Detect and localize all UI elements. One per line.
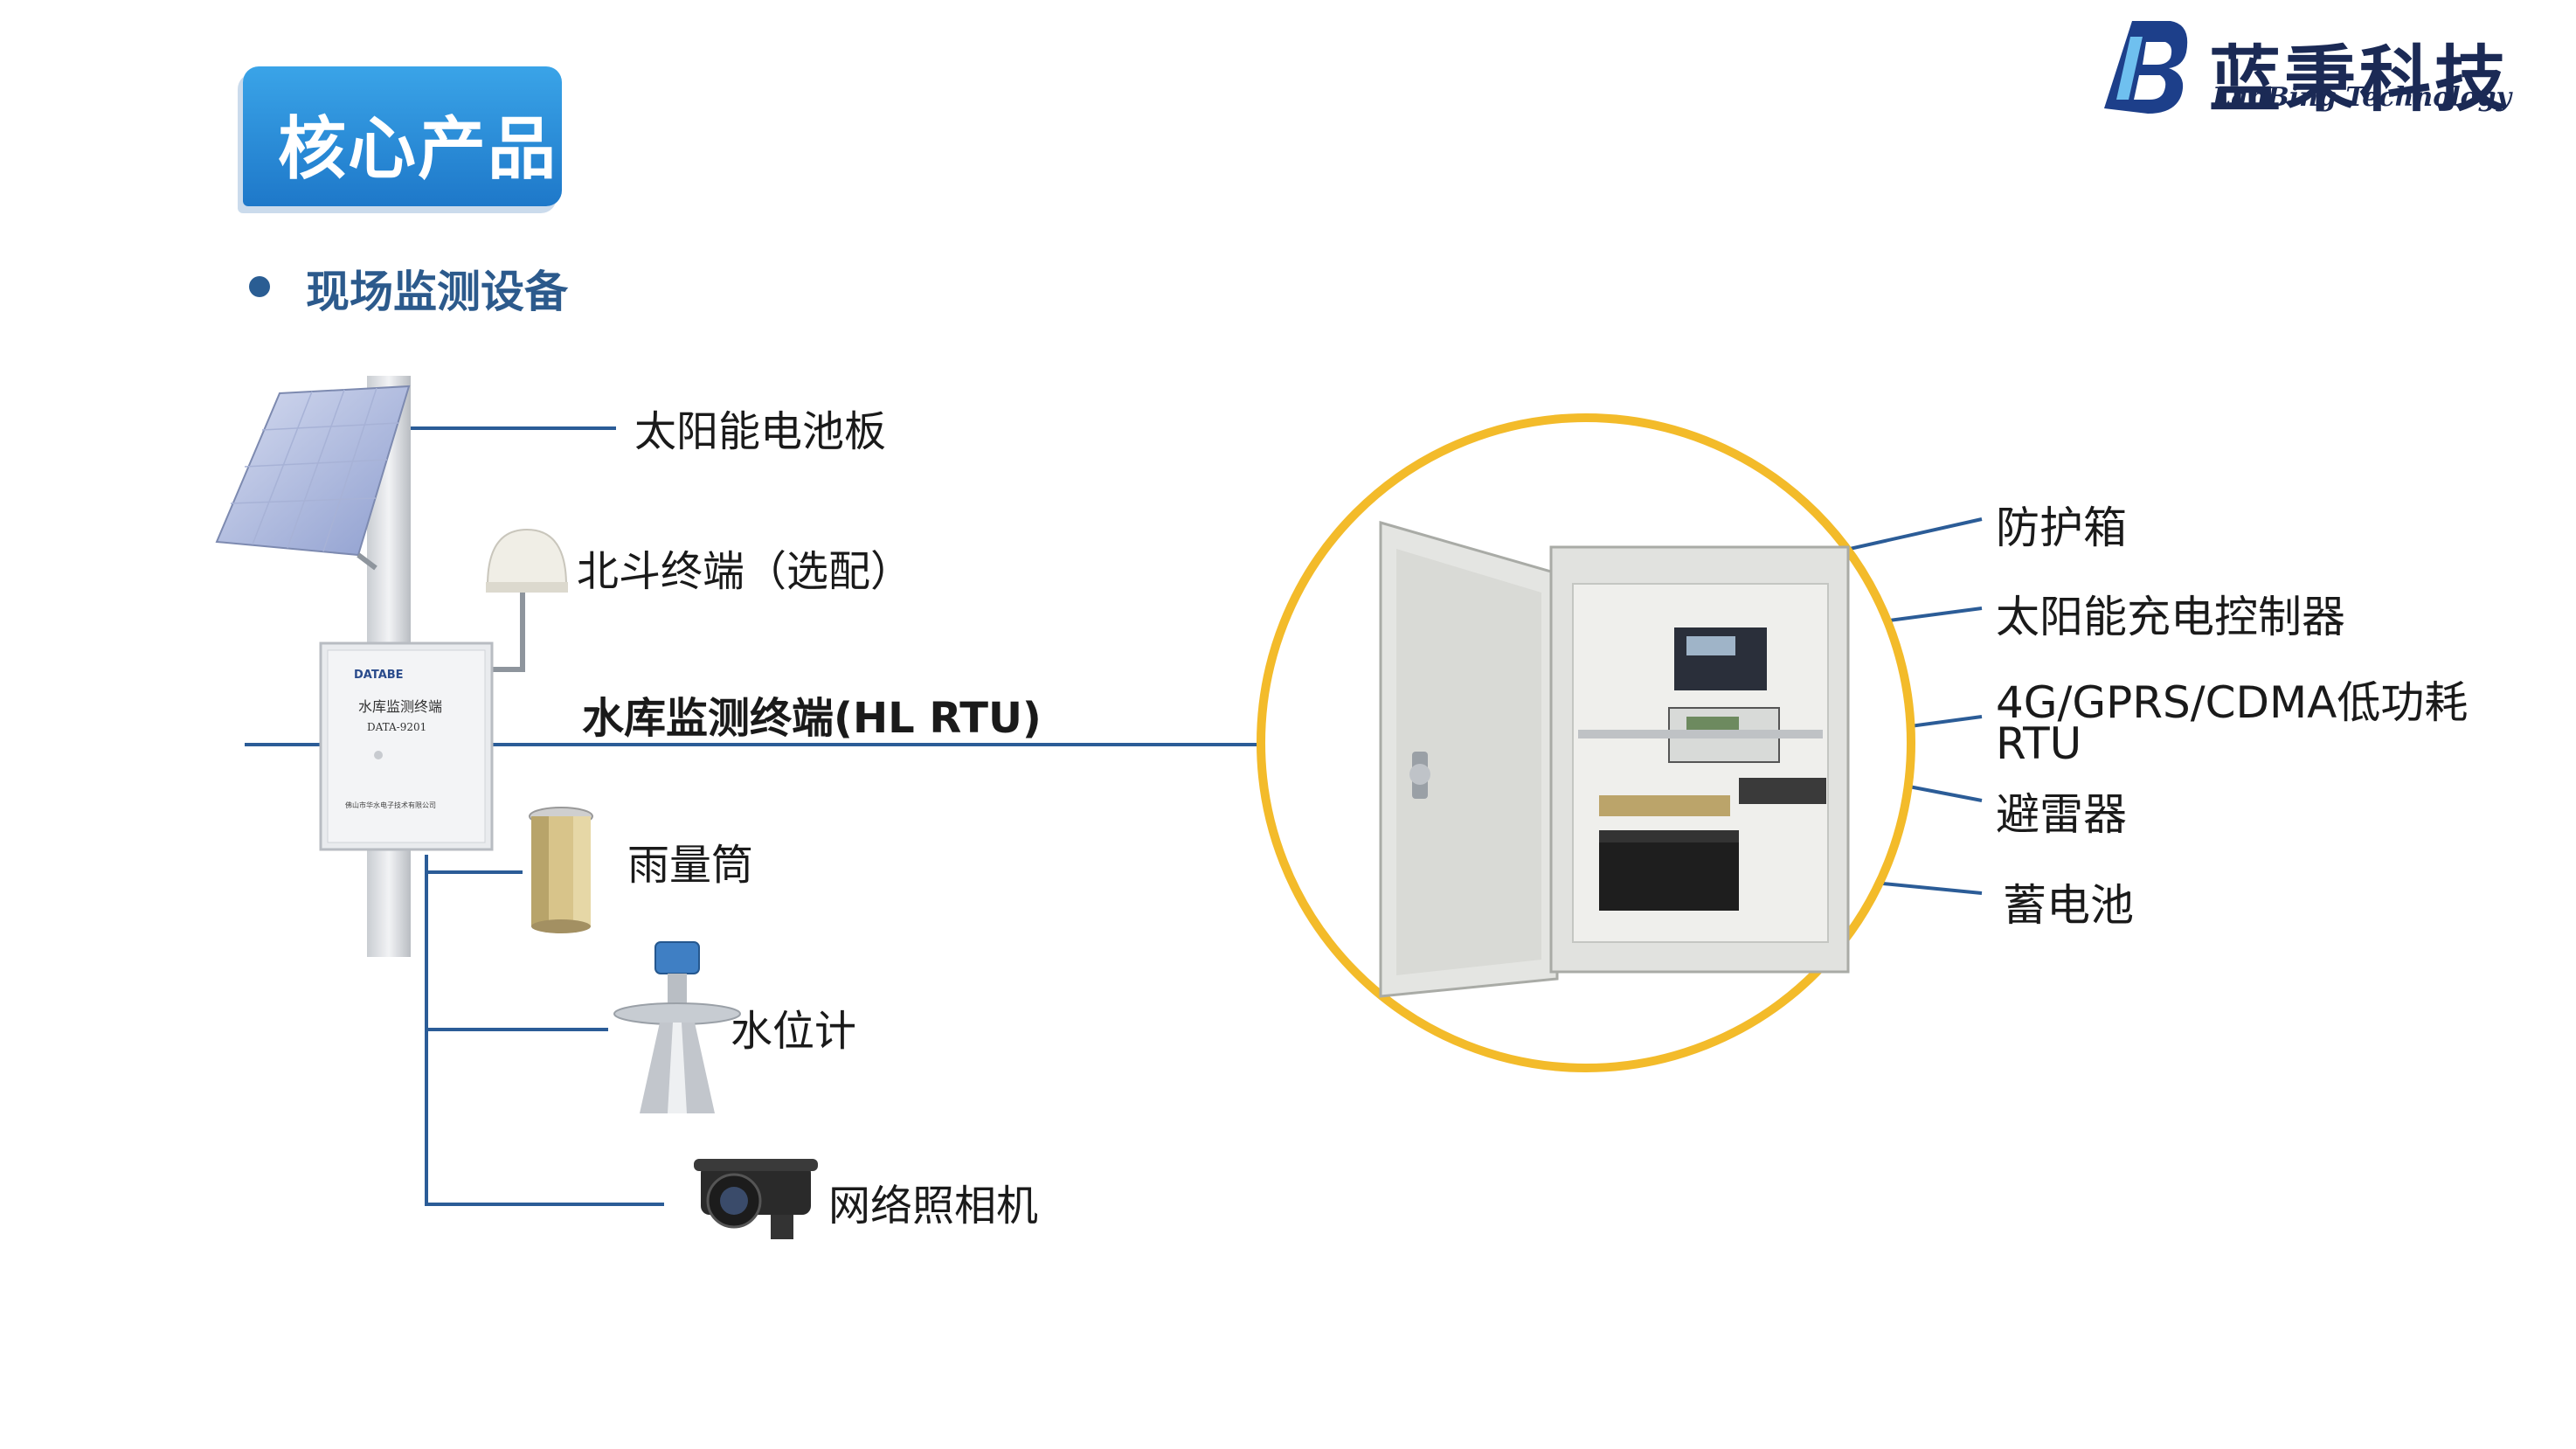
- device-brand: DATABE: [354, 669, 404, 682]
- header-badge: [243, 66, 562, 206]
- device-model: DATA-9201: [367, 721, 426, 733]
- brand-name: 蓝秉科技: [2209, 38, 2510, 121]
- label-solar-controller: 太阳能充电控制器: [1996, 592, 2345, 642]
- label-rtu-line2: RTU: [1996, 718, 2082, 769]
- label-rtu-line1: 4G/GPRS/CDMA低功耗: [1996, 677, 2469, 728]
- beidou-antenna-illustration: [483, 528, 568, 672]
- label-rain-gauge: 雨量筒: [627, 841, 754, 890]
- label-beidou-terminal: 北斗终端（选配）: [577, 547, 913, 596]
- label-camera: 网络照相机: [828, 1182, 1039, 1231]
- camera-illustration: [694, 1159, 818, 1239]
- brand-logo-icon: [2104, 21, 2188, 114]
- water-level-meter-illustration: [613, 941, 741, 1113]
- page-title: 核心产品: [278, 110, 558, 189]
- label-lightning-arrester: 避雷器: [1996, 789, 2127, 840]
- label-rtu: 水库监测终端(HL RTU): [582, 694, 1042, 743]
- section-title: 现场监测设备: [306, 267, 568, 317]
- label-water-level: 水位计: [731, 1007, 857, 1056]
- label-enclosure: 防护箱: [1996, 503, 2127, 553]
- bullet-icon: [249, 276, 270, 297]
- device-company: 佛山市华水电子技术有限公司: [345, 801, 436, 809]
- line-branch: [425, 855, 664, 1206]
- rtu-box-illustration: DATABE 水库监测终端 DATA-9201 佛山市华水电子技术有限公司: [319, 641, 494, 851]
- lightning-arrester: [1739, 778, 1826, 804]
- label-battery: 蓄电池: [2003, 880, 2134, 931]
- brand-english: LanBing Technology: [2212, 82, 2512, 113]
- battery: [1599, 830, 1739, 911]
- device-name: 水库监测终端: [358, 698, 442, 715]
- label-solar-panel: 太阳能电池板: [634, 407, 887, 456]
- rain-gauge-illustration: [529, 807, 593, 933]
- enclosure-zoom-illustration: [1257, 413, 1915, 1072]
